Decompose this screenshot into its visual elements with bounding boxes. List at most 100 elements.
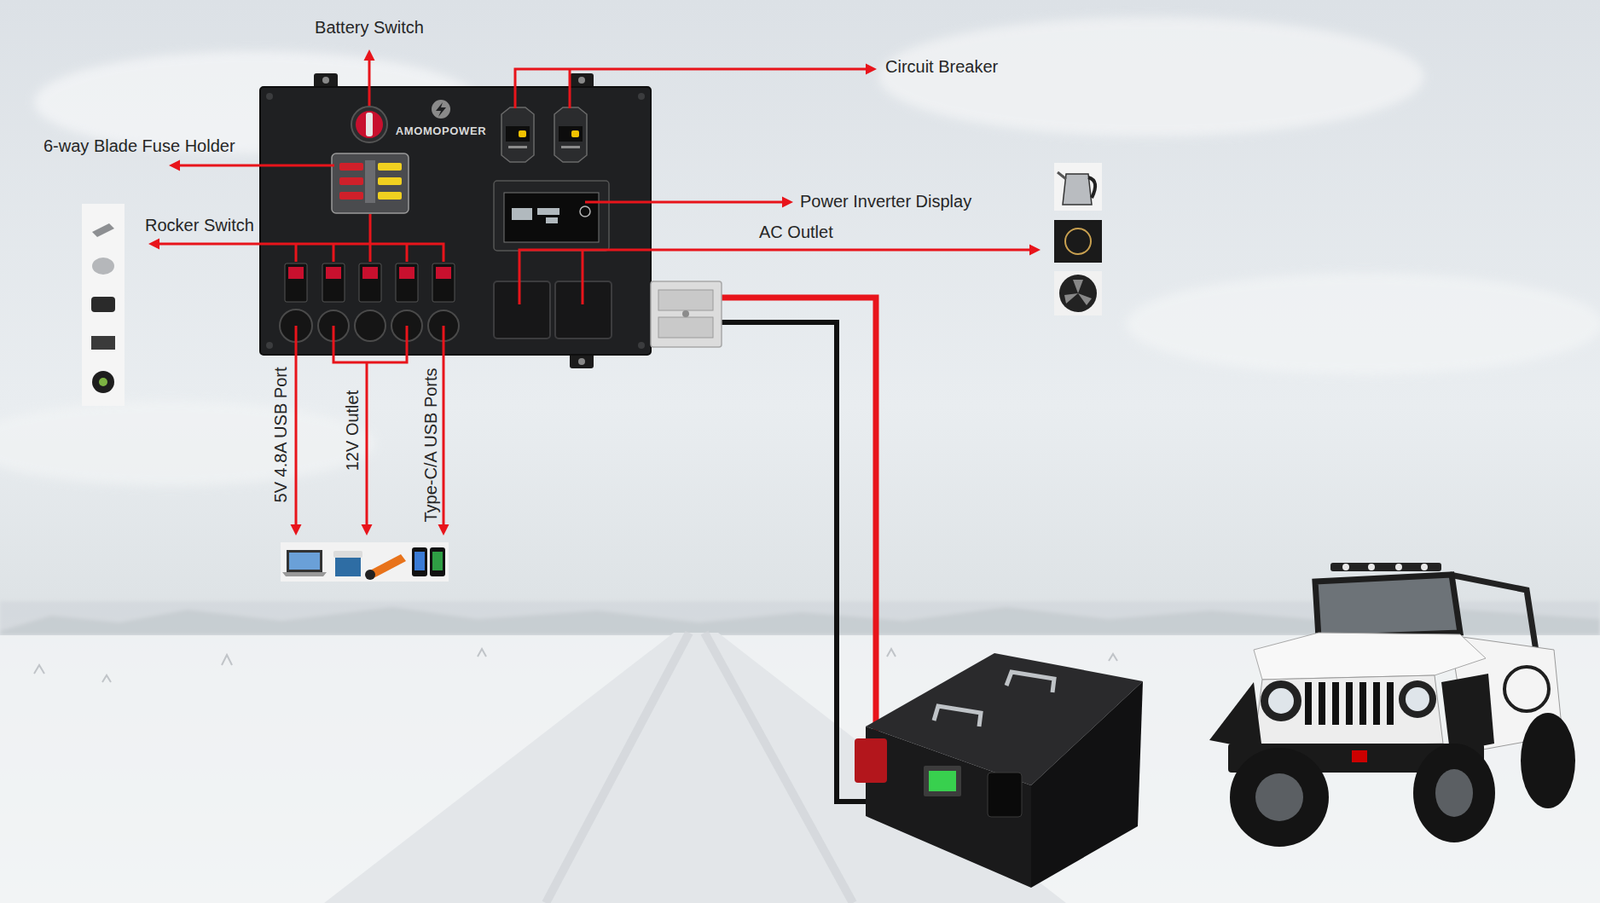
leader-lines (151, 52, 1038, 533)
connector-screw (682, 310, 690, 318)
wheel (1229, 747, 1329, 847)
positive-wire (721, 297, 876, 751)
display-digits (511, 208, 533, 221)
screw-hole (578, 358, 586, 366)
light (1342, 563, 1350, 571)
vertical-callout-label: 12V Outlet (342, 390, 363, 472)
laptop-screen (289, 552, 320, 570)
phone-screen (414, 551, 425, 571)
battery-handle (933, 706, 981, 727)
jeep (1209, 562, 1576, 847)
rocker-switch (322, 263, 345, 302)
device-icon (92, 257, 115, 275)
leader-bracket (333, 325, 407, 363)
fan-icon-ground (1054, 271, 1102, 316)
rocker-switch-lamp (325, 266, 342, 279)
rocker-switch (284, 263, 308, 302)
breaker-print (508, 145, 528, 149)
leader-arrow (151, 243, 444, 262)
leader-line (581, 249, 585, 305)
battery (854, 653, 1143, 888)
wheel-rim (1255, 773, 1304, 822)
breaker-face (505, 126, 530, 142)
callout-label: Circuit Breaker (885, 56, 998, 77)
grille-slot (1345, 682, 1353, 725)
kettle-icon (1062, 173, 1092, 205)
negative-terminal-cap (987, 772, 1022, 818)
leader-arrow (515, 69, 874, 109)
road (324, 632, 1067, 903)
clouds (0, 17, 1600, 487)
vertical-callout-label: 5V 4.8A USB Port (270, 367, 291, 504)
cooler-icon (335, 557, 361, 577)
battery-switch-grip (365, 112, 373, 137)
socket (354, 310, 386, 342)
display-button (579, 206, 591, 217)
inverter-display-screen (504, 192, 599, 243)
brand-name: AMOMOPOWER (395, 124, 487, 138)
rocker-switch (432, 263, 455, 302)
connector-slot (658, 289, 714, 311)
cloud (1125, 272, 1600, 376)
connector-slot (658, 317, 714, 338)
fuse-yellow (377, 177, 402, 186)
fuse-yellow (377, 162, 402, 171)
battery-switch-base (351, 106, 388, 143)
headlight-lens (1405, 687, 1430, 712)
light (1368, 563, 1375, 571)
battery-side (1031, 681, 1143, 888)
callout-label: AC Outlet (759, 221, 834, 243)
fuse-red (339, 177, 364, 186)
grille-slot (1304, 682, 1312, 725)
rocker-switch-lamp (399, 266, 415, 279)
breaker-body (554, 107, 587, 163)
jeep-hood (1253, 632, 1486, 680)
sockets (279, 309, 459, 343)
laptop-icon (286, 550, 323, 573)
circuit-breaker (554, 107, 587, 163)
leader-arrow (172, 164, 335, 168)
grille-slot (1318, 682, 1326, 725)
kettle-icon-ground (1054, 162, 1102, 211)
fuse-bus (365, 160, 376, 203)
display-digits (537, 208, 560, 215)
fender-flare (1441, 673, 1495, 753)
device-strip (81, 203, 125, 406)
rocker-switch (359, 263, 382, 302)
battery-front (865, 726, 1032, 888)
positive-terminal-cap (854, 738, 887, 783)
breaker-face (558, 126, 583, 142)
control-panel: AMOMOPOWER (260, 86, 651, 355)
fuse-red (339, 162, 364, 171)
inverter-display-frame (493, 180, 609, 251)
callout-label: Power Inverter Display (800, 191, 972, 212)
device-strip (280, 542, 449, 582)
fan-icon (1059, 274, 1097, 313)
brand-logo-bolt (435, 102, 447, 117)
wheel (1520, 713, 1576, 809)
headlight-lens (1268, 688, 1294, 714)
battery-meter (923, 765, 962, 797)
wheel-rim (1435, 769, 1473, 818)
display-digits (545, 217, 558, 224)
circuit-breaker (501, 107, 534, 163)
laptop-base (282, 572, 327, 577)
road-tracks (545, 632, 853, 903)
kettle-spout (1057, 172, 1067, 180)
vacuum-nozzle (365, 569, 376, 580)
device-icon (91, 296, 116, 313)
breaker-button (571, 130, 580, 138)
panel-plate (260, 86, 651, 355)
rocker-switch-lamp (288, 266, 304, 279)
leader-line (295, 214, 407, 262)
breaker-print (561, 145, 580, 149)
ac-outlet (493, 281, 551, 339)
rocker-switch (395, 263, 418, 302)
kettle-handle (1088, 177, 1096, 198)
leader-line (568, 69, 572, 109)
light (1420, 563, 1428, 571)
grille-slot (1332, 682, 1340, 725)
cooktop-ring (1065, 228, 1091, 255)
phone-screen (432, 551, 443, 571)
windshield (1315, 574, 1461, 638)
